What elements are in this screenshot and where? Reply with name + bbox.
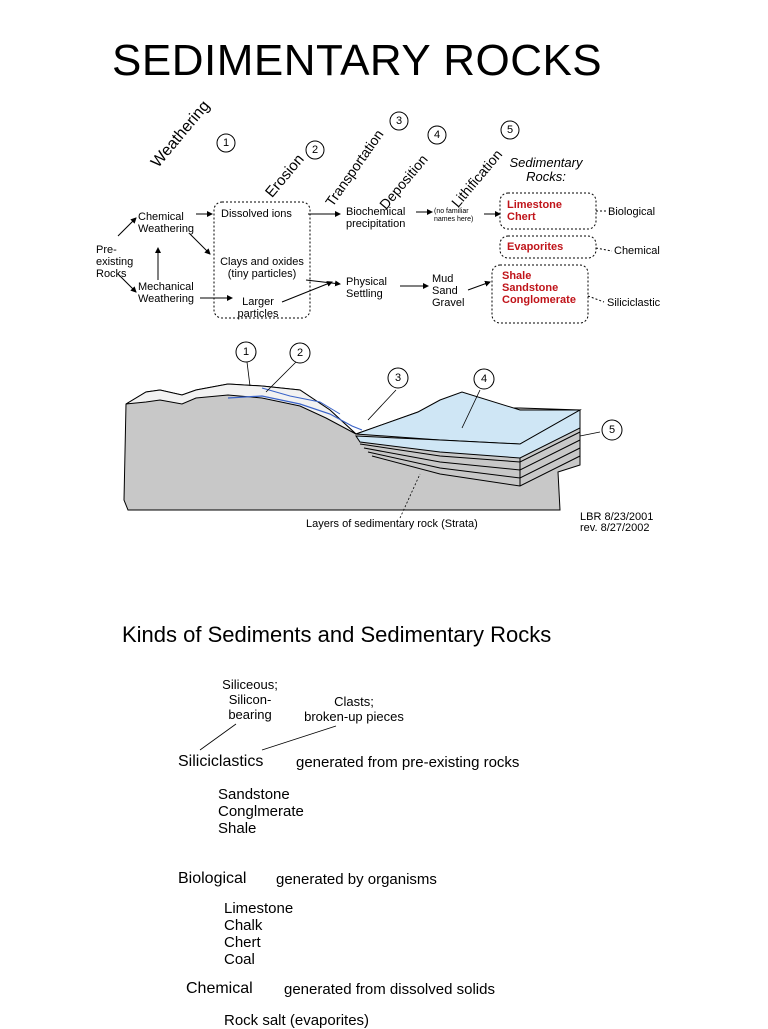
biological-desc: generated by organisms bbox=[276, 871, 437, 888]
xsec-num-4: 4 bbox=[480, 373, 488, 385]
stage-num-4: 4 bbox=[433, 129, 441, 141]
stage-num-2: 2 bbox=[311, 144, 319, 156]
stage-num-3: 3 bbox=[395, 115, 403, 127]
xsec-num-5: 5 bbox=[608, 424, 616, 436]
xsec-num-2: 2 bbox=[296, 347, 304, 359]
siliciclastics-label: Siliciclastics bbox=[178, 753, 264, 770]
stage-num-1: 1 bbox=[222, 137, 230, 149]
clays-oxides: Clays and oxides(tiny particles) bbox=[220, 256, 304, 280]
xsec-num-3: 3 bbox=[394, 372, 402, 384]
chemical-list: Rock salt (evaporites) bbox=[224, 1012, 370, 1029]
section-title: Kinds of Sediments and Sedimentary Rocks bbox=[122, 622, 552, 647]
chemical-desc: generated from dissolved solids bbox=[284, 981, 495, 998]
biological-label: Biological bbox=[178, 870, 247, 887]
clasts-note: Clasts;broken-up pieces bbox=[304, 694, 404, 724]
cat-chemical: Chemical bbox=[614, 245, 660, 257]
xsec-num-1: 1 bbox=[242, 346, 250, 358]
stage-num-5: 5 bbox=[506, 124, 514, 136]
rocks-chemical: Evaporites bbox=[507, 241, 564, 253]
cat-biological: Biological bbox=[608, 206, 656, 218]
cat-siliciclastic: Siliciclastic bbox=[607, 297, 661, 309]
sed-rocks-heading: Sedimentary Rocks: bbox=[509, 155, 583, 184]
chemical-label: Chemical bbox=[186, 980, 253, 997]
siliciclastics-desc: generated from pre-existing rocks bbox=[296, 754, 520, 771]
strata-label: Layers of sedimentary rock (Strata) bbox=[306, 518, 478, 530]
siliceous-note: Siliceous;Silicon-bearing bbox=[222, 677, 278, 722]
dissolved-ions: Dissolved ions bbox=[221, 208, 292, 220]
page-title: SEDIMENTARY ROCKS bbox=[112, 36, 603, 85]
